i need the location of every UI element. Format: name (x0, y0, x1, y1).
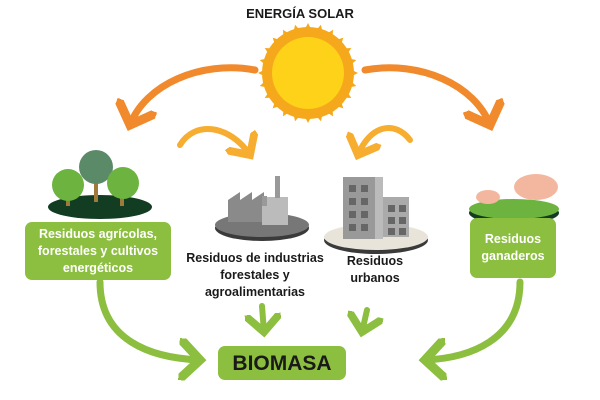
sun-ray (258, 67, 269, 79)
sun-arrow-industry (177, 126, 250, 155)
arrow-urban-to-biomass (362, 307, 367, 332)
sun-icon (258, 23, 358, 123)
industrial-waste-label: Residuos de industrias forestales y agroal… (175, 250, 335, 301)
sun-ray (323, 29, 333, 42)
window (361, 198, 368, 205)
sun-arrow-urban (358, 125, 413, 155)
label-line: energéticos (62, 260, 134, 275)
window (361, 211, 368, 218)
title: ENERGÍA SOLAR (246, 6, 354, 21)
livestock-waste-box: Residuos ganaderos (470, 218, 556, 278)
sun-ray (283, 104, 293, 117)
window (349, 211, 356, 218)
label-line: forestales y (220, 268, 290, 282)
pigs-icon (469, 174, 559, 224)
sun-ray (292, 24, 303, 37)
agricultural-waste-box: Residuos agrícolas, forestales y cultivos… (25, 222, 171, 280)
sun-ray (313, 24, 324, 37)
factory-icon (215, 176, 309, 241)
window (349, 198, 356, 205)
label-line: Residuos de industrias (186, 251, 324, 265)
sun-ray (264, 88, 277, 98)
window (361, 185, 368, 192)
label-line: Residuos (346, 254, 404, 268)
trees-icon (48, 150, 152, 219)
arrow-agricultural-to-biomass (96, 278, 200, 360)
window (399, 228, 406, 235)
window (399, 217, 406, 224)
sun-ray (313, 109, 324, 122)
sun-ray (323, 104, 333, 117)
biomass-box: BIOMASA (218, 346, 346, 380)
arrow-industrial-to-biomass (262, 303, 264, 332)
sun-ray (283, 29, 293, 42)
label-line: Residuos agrícolas, (38, 226, 158, 241)
sun-arrow-left (130, 64, 259, 125)
sun-ray (302, 23, 314, 34)
sun-ray (259, 57, 272, 68)
sun-ray (332, 37, 344, 49)
window (349, 185, 356, 192)
sun-ray (264, 48, 277, 58)
sun-ray (292, 109, 303, 122)
sun-ray (347, 67, 358, 79)
buildings-icon (324, 177, 428, 254)
sun-ray (302, 112, 314, 123)
window (349, 224, 356, 231)
sun-ray (344, 57, 357, 68)
sun-ray (272, 97, 284, 109)
sun-ray (272, 37, 284, 49)
urban-waste-label: Residuos urbanos (330, 253, 420, 287)
window (388, 228, 395, 235)
label-line: ganaderos (481, 249, 545, 263)
label-line: agroalimentarias (204, 285, 306, 299)
sun-ray (259, 78, 272, 89)
window (361, 224, 368, 231)
sun-ray (344, 78, 357, 89)
window (399, 205, 406, 212)
sun-ray (332, 97, 344, 109)
window (388, 205, 395, 212)
sun-ray (339, 88, 352, 98)
label-line: forestales y cultivos (37, 243, 159, 258)
sun-ray (339, 48, 352, 58)
sun-arrow-right (361, 64, 490, 125)
window (388, 217, 395, 224)
label-line: Residuos (484, 232, 542, 246)
arrow-livestock-to-biomass (425, 278, 524, 360)
label-line: urbanos (350, 271, 400, 285)
